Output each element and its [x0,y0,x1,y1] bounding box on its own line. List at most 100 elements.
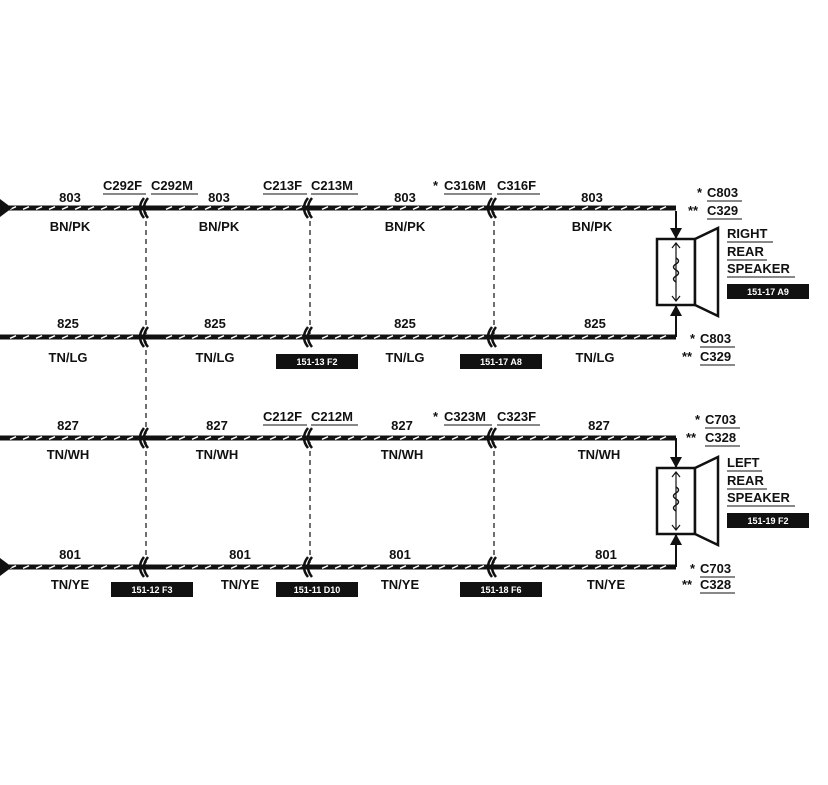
wire-stripe [425,335,433,339]
wire-stripe [321,335,329,339]
wire-stripe [620,206,628,210]
wire-stripe [516,436,524,440]
wire-stripe [659,436,667,440]
wire-stripe [74,206,82,210]
wire-stripe [386,565,394,569]
page-ref: 151-19 F2 [747,516,788,526]
wire-stripe [373,436,381,440]
wire-number: 827 [57,418,79,433]
connector-label: C328 [705,430,736,445]
wire-stripe [542,335,550,339]
wire-stripe [477,335,485,339]
wire-stripe [373,335,381,339]
wire-stripe [191,565,199,569]
wire-stripe [126,206,134,210]
page-ref: 151-12 F3 [131,585,172,595]
wire-stripe [48,565,56,569]
wire-stripe [74,436,82,440]
wire-stripe [269,436,277,440]
wire-stripe [217,335,225,339]
wire-number: 827 [206,418,228,433]
wire-stripe [295,565,303,569]
connector-label: C703 [705,412,736,427]
wire-stripe [464,206,472,210]
wire-stripe [113,335,121,339]
wire-number: 803 [59,190,81,205]
connector-male [142,556,150,578]
wire-stripe [334,206,342,210]
connector-star: * [433,409,439,424]
wire-stripe [243,565,251,569]
wire-stripe [204,436,212,440]
wire-stripe [594,436,602,440]
wire-stripe [607,335,615,339]
page-ref: 151-17 A9 [747,287,789,297]
wire-color-code: TN/LG [196,350,235,365]
wire-stripe [165,565,173,569]
wire-stripe [412,206,420,210]
wire-stripe [165,335,173,339]
wire-stripe [503,206,511,210]
page-ref: 151-13 F2 [296,357,337,367]
connector-female [138,556,146,578]
connector-male [142,197,150,219]
wire-stripe [48,436,56,440]
wire-stripe [113,206,121,210]
wire-stripe [555,335,563,339]
wire-stripe [191,206,199,210]
connector-label: C328 [700,577,731,592]
wire-color-code: TN/YE [51,577,90,592]
wire-stripe [529,335,537,339]
wire-stripe [35,565,43,569]
wire-stripe [399,206,407,210]
connector-male [142,326,150,348]
wire-color-codes: BN/PK BN/PK BN/PK BN/PK TN/LG TN/LG TN/L… [47,219,626,592]
wire-stripe [568,206,576,210]
connector-star: ** [682,577,693,592]
wire-number: 825 [57,316,79,331]
wire-stripe [594,565,602,569]
wire-stripe [399,565,407,569]
wire-stripe [230,565,238,569]
wire-number: 827 [391,418,413,433]
connector-female [486,326,494,348]
wire-stripe [659,335,667,339]
wire-stripe [191,436,199,440]
wire-stripe [542,206,550,210]
wire-stripe [230,335,238,339]
wire-number: 825 [584,316,606,331]
wire-color-code: BN/PK [50,219,91,234]
wire-stripe [646,436,654,440]
connector-label: C329 [700,349,731,364]
connector-male [490,427,498,449]
speaker-label: REAR [727,473,764,488]
wire-stripe [646,335,654,339]
wire-number: 803 [394,190,416,205]
connector-female [302,326,310,348]
connector-female [486,427,494,449]
connector-label: C803 [707,185,738,200]
wire-stripe [22,565,30,569]
connector-star: * [697,185,703,200]
wire-stripe [373,206,381,210]
connector-star: ** [686,430,697,445]
wire-stripe [295,436,303,440]
wire-stripe [633,565,641,569]
wire-stripe [347,436,355,440]
wire-stripe [412,565,420,569]
wire-end-arrow [0,558,12,576]
wire-stripe [100,565,108,569]
wire-stripe [282,565,290,569]
wire-stripe [412,335,420,339]
wire-stripe [243,335,251,339]
page-ref-box [111,582,193,597]
wire-stripe [61,565,69,569]
speaker-cone [693,455,720,547]
wire-stripe [178,565,186,569]
wire-stripe [633,206,641,210]
wire-stripe [347,335,355,339]
wire-end-arrow [0,199,12,217]
wire-stripe [646,206,654,210]
wire-number: 801 [595,547,617,562]
